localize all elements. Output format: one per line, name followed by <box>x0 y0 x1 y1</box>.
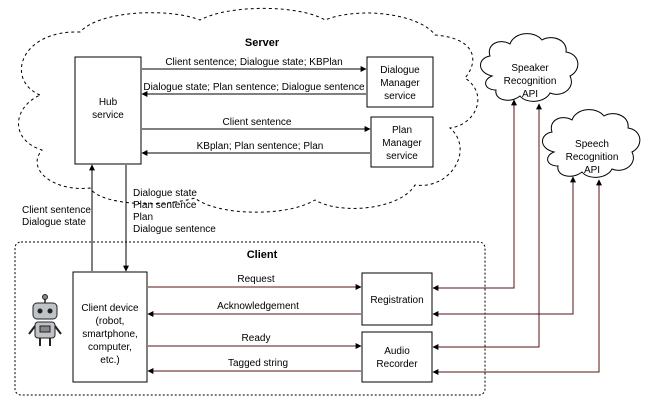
label-ready: Ready <box>242 333 271 344</box>
speaker-api-label-1: Speaker <box>511 63 549 74</box>
label-hub-to-dialogue-manager: Client sentence; Dialogue state; KBPlan <box>165 57 342 68</box>
link-audio-speech-api <box>432 179 602 375</box>
audio-recorder-box <box>361 331 433 383</box>
speech-api-label-2: Recognition <box>566 152 619 163</box>
label-hub-to-client-4: Dialogue sentence <box>133 224 216 235</box>
client-device-label-4: computer, <box>88 342 132 353</box>
plan-manager-box <box>370 116 434 168</box>
label-request: Request <box>237 274 274 285</box>
speech-api-label-1: Speech <box>575 139 609 150</box>
client-device-label-3: smartphone, <box>82 329 138 340</box>
hub-service-box <box>74 56 142 165</box>
robot-icon <box>28 294 62 346</box>
label-plan-manager-to-hub: KBplan; Plan sentence; Plan <box>197 141 324 152</box>
client-title: Client <box>247 249 278 261</box>
dialogue-manager-box <box>366 56 434 108</box>
label-tagged-string: Tagged string <box>228 358 288 369</box>
registration-box <box>361 272 433 326</box>
plan-manager-label-1: Plan <box>392 125 412 136</box>
label-hub-to-plan-manager: Client sentence <box>223 117 292 128</box>
client-device-label-2: (robot, <box>96 316 125 327</box>
label-dialogue-manager-to-hub: Dialogue state; Plan sentence; Dialogue … <box>143 82 365 93</box>
server-title: Server <box>245 37 280 49</box>
plan-manager-label-2: Manager <box>382 138 422 149</box>
dialogue-manager-label-2: Manager <box>380 78 420 89</box>
link-registration-speaker-api <box>432 99 517 291</box>
registration-label: Registration <box>370 295 423 306</box>
label-hub-to-client-3: Plan <box>133 212 153 223</box>
speaker-api-label-2: Recognition <box>504 76 557 87</box>
hub-service-label-1: Hub <box>99 97 118 108</box>
client-device-box <box>72 271 148 383</box>
label-client-to-hub-1: Client sentence <box>22 205 91 216</box>
audio-recorder-label-2: Recorder <box>376 359 418 370</box>
speaker-api-label-3: API <box>522 89 538 100</box>
label-client-to-hub-2: Dialogue state <box>22 217 86 228</box>
speech-api-label-3: API <box>584 165 600 176</box>
audio-recorder-label-1: Audio <box>384 346 410 357</box>
label-hub-to-client-2: Plan sentence <box>133 200 197 211</box>
link-audio-speaker-api <box>432 103 542 350</box>
speech-recognition-api-cloud <box>542 109 641 178</box>
client-device-label-1: Client device <box>81 303 139 314</box>
label-acknowledgement: Acknowledgement <box>217 301 299 312</box>
hub-service-label-2: service <box>92 110 124 121</box>
plan-manager-label-3: service <box>386 151 418 162</box>
dialogue-manager-label-1: Dialogue <box>380 65 420 76</box>
link-registration-speech-api <box>432 176 576 317</box>
dialogue-manager-label-3: service <box>384 91 416 102</box>
client-device-label-5: etc.) <box>100 355 119 366</box>
label-hub-to-client-1: Dialogue state <box>133 188 197 199</box>
